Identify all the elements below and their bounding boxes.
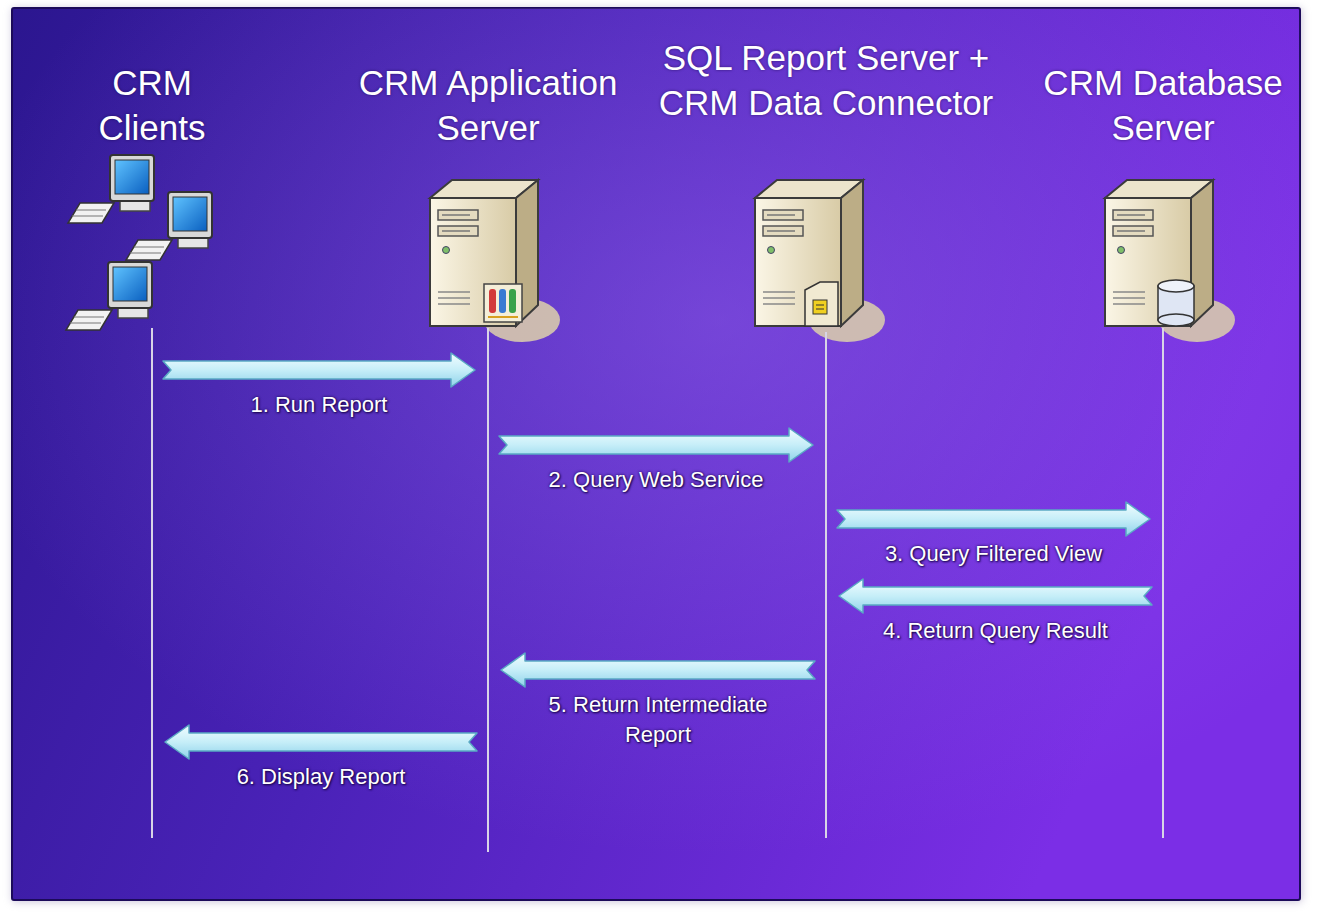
message-label: 2. Query Web Service <box>506 465 806 495</box>
message-arrow <box>839 579 1152 613</box>
participant-title: CRM Clients <box>65 60 240 150</box>
participant-title: CRM Application Server <box>333 60 643 150</box>
message-arrow <box>163 353 475 387</box>
message-arrow <box>165 725 477 759</box>
participant: CRM Application Server <box>333 60 643 854</box>
client-computers <box>66 155 212 330</box>
message-label: 5. Return Intermediate Report <box>533 690 783 750</box>
database-server-icon <box>1105 180 1235 342</box>
participant-title: SQL Report Server + CRM Data Connector <box>654 35 999 125</box>
message-label: 1. Run Report <box>169 390 469 420</box>
message-arrow <box>499 428 813 462</box>
participant: SQL Report Server + CRM Data Connector <box>654 35 999 840</box>
report-server-icon <box>755 180 885 342</box>
participant-title: CRM Database Server <box>1021 60 1306 150</box>
message-label: 4. Return Query Result <box>846 616 1146 646</box>
app-server-icon <box>430 180 560 342</box>
message-label: 6. Display Report <box>171 762 471 792</box>
lifelines <box>152 328 1163 852</box>
participant: CRM Database Server <box>1021 60 1306 840</box>
message-arrow <box>501 653 815 687</box>
message-label: 3. Query Filtered View <box>844 539 1144 569</box>
message-arrow <box>837 502 1150 536</box>
participant: CRM Clients <box>65 60 240 840</box>
